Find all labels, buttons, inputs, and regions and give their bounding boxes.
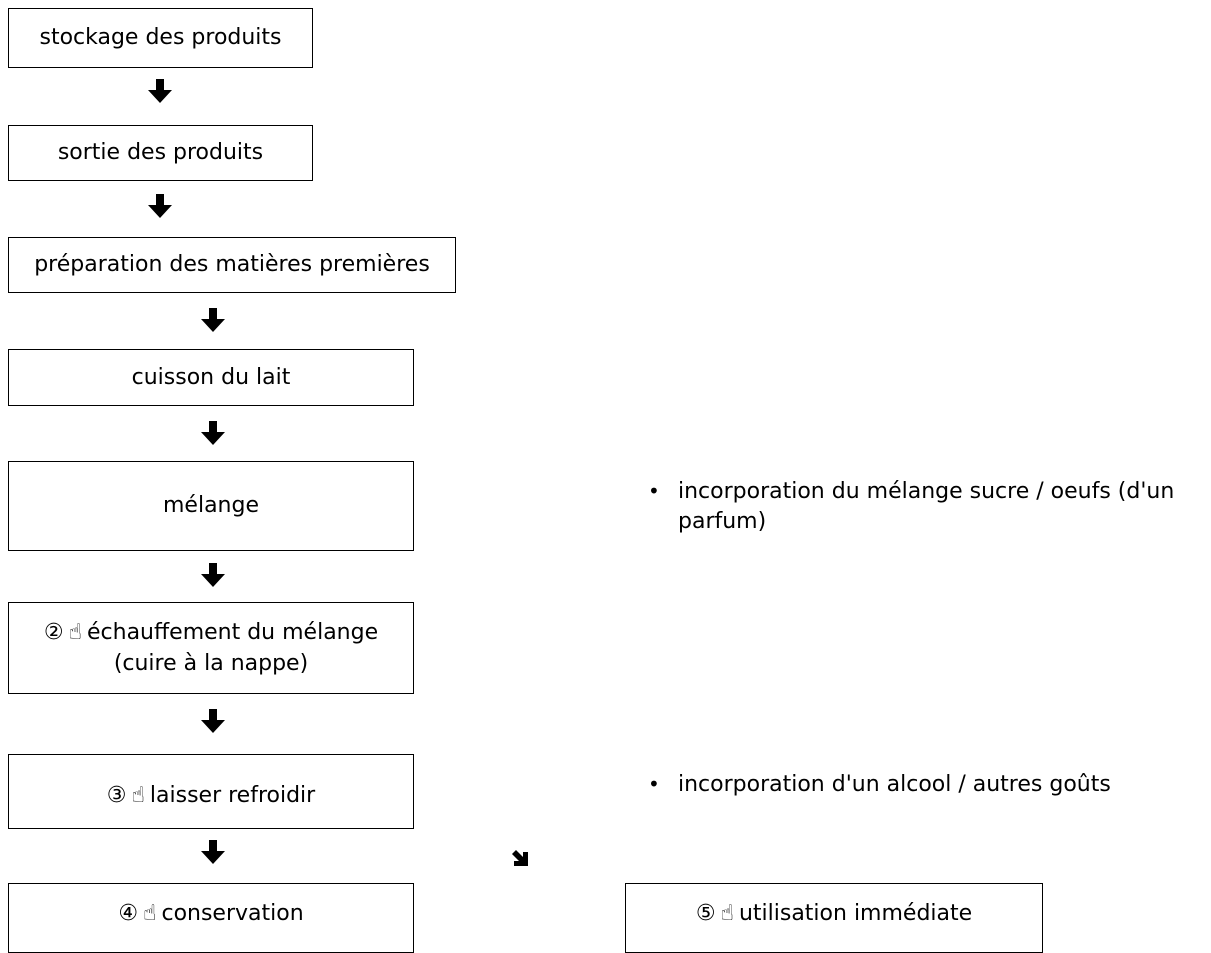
arrow-down-icon: [199, 307, 227, 333]
step-box-conservation: ④☝conservation: [8, 883, 414, 953]
step-number-marker: ③: [106, 782, 127, 808]
step-box-cuisson: cuisson du lait: [8, 349, 414, 406]
step-box-stockage: stockage des produits: [8, 8, 313, 68]
hand-pointer-icon: ☝: [720, 901, 734, 926]
bullet-icon: •: [648, 772, 660, 796]
step-label: échauffement du mélange: [87, 619, 379, 645]
step-label-line2: (cuire à la nappe): [113, 651, 309, 676]
arrow-down-icon: [199, 420, 227, 446]
step-label: stockage des produits: [39, 25, 282, 51]
note-text: incorporation d'un alcool / autres goûts: [678, 772, 1111, 797]
step-label-line: ⑤☝utilisation immédiate: [696, 898, 972, 929]
step-box-echauffement: ②☝échauffement du mélange (cuire à la na…: [8, 602, 414, 694]
arrow-down-icon: [146, 78, 174, 104]
note-line1: incorporation du mélange sucre / oeufs (…: [678, 479, 1175, 504]
hand-pointer-icon: ☝: [131, 782, 145, 808]
step-label: mélange: [162, 493, 259, 519]
step-box-preparation: préparation des matières premières: [8, 237, 456, 293]
arrow-down-icon: [146, 193, 174, 219]
note-alcool: • incorporation d'un alcool / autres goû…: [648, 770, 1208, 800]
arrow-down-icon: [199, 708, 227, 734]
arrow-down-icon: [199, 839, 227, 865]
note-melange: • incorporation du mélange sucre / oeufs…: [648, 477, 1208, 537]
step-label: laisser refroidir: [149, 782, 316, 808]
step-box-melange: mélange: [8, 461, 414, 551]
step-label-line1: ②☝échauffement du mélange: [44, 617, 378, 648]
step-number-marker: ⑤: [695, 901, 716, 926]
step-number-marker: ②: [43, 619, 64, 645]
step-label: préparation des matières premières: [34, 252, 430, 278]
note-text: incorporation du mélange sucre / oeufs (…: [678, 477, 1174, 537]
note-line2: parfum): [678, 508, 767, 534]
step-label: conservation: [161, 901, 304, 926]
arrow-down-icon: [199, 562, 227, 588]
step-label: sortie des produits: [57, 140, 264, 166]
arrow-down-right-icon: [510, 848, 530, 868]
bullet-icon: •: [648, 479, 660, 503]
step-number-marker: ④: [118, 901, 139, 926]
hand-pointer-icon: ☝: [68, 619, 82, 645]
step-box-refroidir: ③☝laisser refroidir: [8, 754, 414, 829]
step-label: utilisation immédiate: [738, 901, 973, 926]
step-label-line: ④☝conservation: [118, 898, 303, 929]
hand-pointer-icon: ☝: [143, 901, 157, 926]
step-box-utilisation: ⑤☝utilisation immédiate: [625, 883, 1043, 953]
step-label-line: ③☝laisser refroidir: [107, 772, 315, 811]
step-box-sortie: sortie des produits: [8, 125, 313, 181]
step-label: cuisson du lait: [131, 364, 291, 390]
